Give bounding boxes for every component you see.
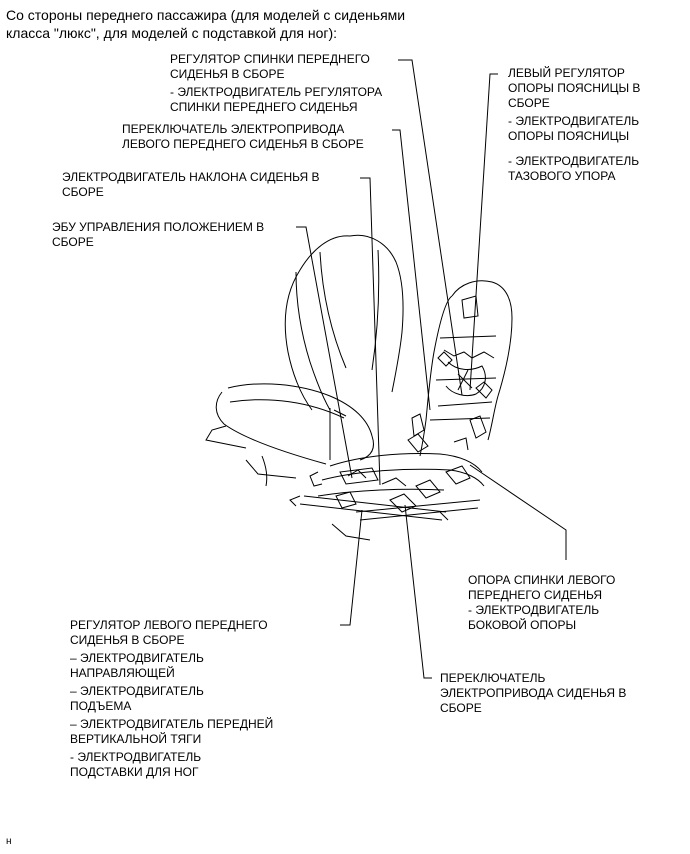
label-text: СИДЕНЬЯ В СБОРЕ [70,633,185,647]
label-text: НАПРАВЛЯЮЩЕЙ [70,666,175,680]
page-heading: Со стороны переднего пассажира (для моде… [6,6,476,42]
label-text: ОПОРА СПИНКИ ЛЕВОГО [468,573,616,587]
label-text: ОПОРЫ ПОЯСНИЦЫ [508,129,630,143]
label-text: ВЕРТИКАЛЬНОЙ ТЯГИ [70,732,202,746]
label-text: ОПОРЫ ПОЯСНИЦЫ В [508,81,641,95]
label-text: - ЭЛЕКТРОДВИГАТЕЛЬ [508,114,640,128]
label-text: – ЭЛЕКТРОДВИГАТЕЛЬ [70,684,204,698]
label-tilt-motor: ЭЛЕКТРОДВИГАТЕЛЬ НАКЛОНА СИДЕНЬЯ В СБОРЕ [62,170,319,200]
leader-line-seat-switch [404,504,432,679]
leader-line-side-support [469,464,567,560]
label-text: ЭЛЕКТРОПРИВОДА СИДЕНЬЯ В [440,686,627,700]
label-text: - ЭЛЕКТРОДВИГАТЕЛЬ [508,154,640,168]
leader-line-backrest-adjuster [398,59,463,396]
label-text: ЭБУ УПРАВЛЕНИЯ ПОЛОЖЕНИЕМ В [52,220,265,234]
leader-line-left-seat-switch [392,129,431,411]
trimmed-seat [205,234,404,487]
label-text: РЕГУЛЯТОР СПИНКИ ПЕРЕДНЕГО [170,52,370,66]
label-text: ПЕРЕДНЕГО СИДЕНЬЯ [468,588,603,602]
label-text: - ЭЛЕКТРОДВИГАТЕЛЬ [468,603,600,617]
label-side-support: ОПОРА СПИНКИ ЛЕВОГО ПЕРЕДНЕГО СИДЕНЬЯ - … [468,573,615,633]
label-text: – ЭЛЕКТРОДВИГАТЕЛЬ [70,651,204,665]
label-text: СПИНКИ ПЕРЕДНЕГО СИДЕНЬЯ [170,100,358,114]
label-text: СБОРЕ [440,701,482,715]
label-text: ЭЛЕКТРОДВИГАТЕЛЬ НАКЛОНА СИДЕНЬЯ В [62,170,320,184]
label-left-seat-switch: ПЕРЕКЛЮЧАТЕЛЬ ЭЛЕКТРОПРИВОДА ЛЕВОГО ПЕРЕ… [122,122,364,152]
label-text: ПЕРЕКЛЮЧАТЕЛЬ ЭЛЕКТРОПРИВОДА [122,122,345,136]
label-text: РЕГУЛЯТОР ЛЕВОГО ПЕРЕДНЕГО [70,618,268,632]
label-seat-adjuster: РЕГУЛЯТОР ЛЕВОГО ПЕРЕДНЕГО СИДЕНЬЯ В СБО… [70,618,273,780]
leader-line-position-ecu [296,226,353,479]
leader-line-lumbar-adjuster [469,73,498,391]
label-text: ТАЗОВОГО УПОРА [508,169,616,183]
label-position-ecu: ЭБУ УПРАВЛЕНИЯ ПОЛОЖЕНИЕМ В СБОРЕ [52,220,264,250]
label-text: – ЭЛЕКТРОДВИГАТЕЛЬ ПЕРЕДНЕЙ [70,717,274,731]
label-text: - ЭЛЕКТРОДВИГАТЕЛЬ РЕГУЛЯТОРА [170,85,383,99]
label-text: СБОРЕ [62,185,104,199]
label-lumbar-adjuster: ЛЕВЫЙ РЕГУЛЯТОР ОПОРЫ ПОЯСНИЦЫ В СБОРЕ -… [508,66,640,184]
label-text: ПОДСТАВКИ ДЛЯ НОГ [70,765,199,779]
label-backrest-adjuster: РЕГУЛЯТОР СПИНКИ ПЕРЕДНЕГО СИДЕНЬЯ В СБО… [170,52,382,115]
leader-line-tilt-motor [360,177,381,486]
label-text: ЛЕВЫЙ РЕГУЛЯТОР [508,66,625,80]
label-text: ПЕРЕКЛЮЧАТЕЛЬ [440,671,546,685]
label-text: СБОРЕ [52,235,94,249]
seat-frame [289,280,513,541]
heading-line-1: Со стороны переднего пассажира (для моде… [6,7,406,23]
label-text: ПОДЪЕМА [70,699,132,713]
label-text: СБОРЕ [508,96,550,110]
label-text: ЛЕВОГО ПЕРЕДНЕГО СИДЕНЬЯ В СБОРЕ [122,137,364,151]
label-text: СИДЕНЬЯ В СБОРЕ [170,67,285,81]
heading-line-2: класса "люкс", для моделей с подставкой … [6,25,338,41]
leader-line-seat-adjuster [340,509,363,626]
label-seat-switch: ПЕРЕКЛЮЧАТЕЛЬ ЭЛЕКТРОПРИВОДА СИДЕНЬЯ В С… [440,671,626,716]
figure-code: н [6,836,12,847]
label-text: БОКОВОЙ ОПОРЫ [468,618,577,632]
label-text: - ЭЛЕКТРОДВИГАТЕЛЬ [70,750,202,764]
